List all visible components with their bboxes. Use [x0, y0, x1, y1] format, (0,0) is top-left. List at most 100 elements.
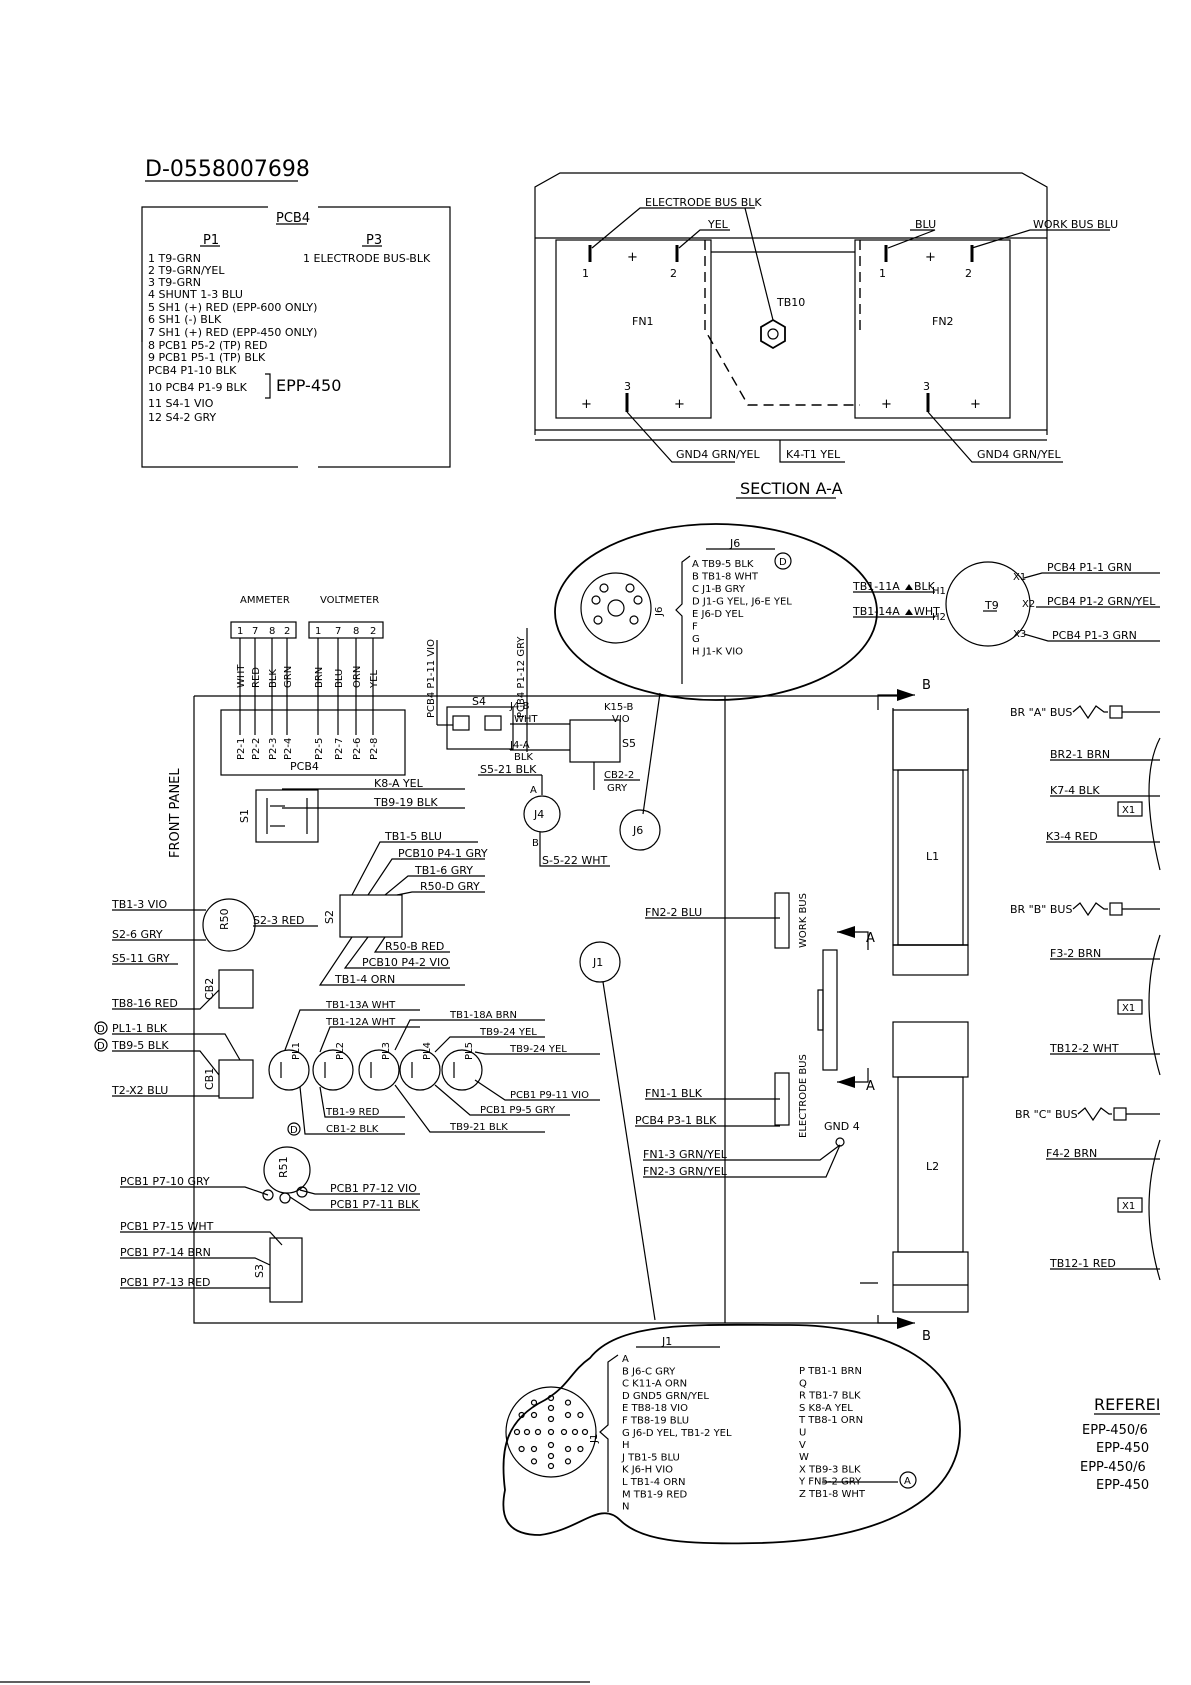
cb1-label: CB1 — [203, 1068, 216, 1090]
p1-header: P1 — [203, 233, 219, 248]
j4-b: B — [532, 838, 539, 849]
r50-s23: S2-3 RED — [253, 914, 305, 927]
tb10-label: TB10 — [776, 296, 805, 309]
j4a-label: J4-A — [509, 740, 530, 751]
wht-label: WHT — [914, 605, 940, 618]
pcb4-p1-row: 1 T9-GRN — [148, 252, 201, 265]
j6-connector-face — [580, 572, 652, 644]
pcb4-p1-row: 8 PCB1 P5-2 (TP) RED — [148, 339, 267, 352]
front-panel-frame: FRONT PANEL — [168, 695, 900, 1324]
s2-switch: S2 TB1-5 BLU PCB10 P4-1 GRY TB1-6 GRY R5… — [318, 830, 488, 986]
h2-label: H2 — [932, 612, 946, 623]
x1-label: X1 — [1122, 1201, 1135, 1212]
br-a-bus: BR "A" BUS — [1010, 706, 1072, 719]
t9-r3: PCB4 P1-3 GRN — [1052, 629, 1137, 642]
j1-left-row: F TB8-19 BLU — [622, 1416, 689, 1427]
x3-label: X3 — [1013, 629, 1026, 640]
pcb4-board — [220, 709, 406, 776]
s3-label: S3 — [253, 1264, 266, 1278]
s2-w2: PCB10 P4-1 GRY — [398, 847, 488, 860]
s5-body — [569, 719, 621, 763]
voltmeter-wire-color: YEL — [369, 670, 380, 689]
j6-row: D J1-G YEL, J6-E YEL — [692, 597, 792, 608]
pilot-light-label: PL2 — [335, 1042, 346, 1060]
electrode-bus-label: ELECTRODE BUS — [798, 1054, 809, 1138]
fn1-pin1: 1 — [582, 267, 589, 280]
s2-body — [339, 894, 403, 938]
front-panel-label: FRONT PANEL — [168, 768, 183, 858]
fn11-label: FN1-1 BLK — [645, 1087, 703, 1100]
pl-tb924b: TB9-24 YEL — [509, 1044, 567, 1055]
s2-w4: R50-D GRY — [420, 880, 480, 893]
pcb4-p2-pin: P2-4 — [283, 738, 294, 760]
r51-p712: PCB1 P7-12 VIO — [330, 1182, 417, 1195]
work-bus-bar — [774, 892, 790, 949]
tb122-label: TB12-2 WHT — [1049, 1042, 1119, 1055]
pl-tb118a: TB1-18A BRN — [449, 1010, 517, 1021]
cb1-body — [218, 1059, 254, 1099]
ammeter-pin: 1 — [237, 626, 243, 637]
cb1-pl11: PL1-1 BLK — [112, 1022, 168, 1035]
pcb4-title: PCB4 — [276, 211, 310, 226]
j1-pins — [513, 1394, 589, 1470]
gnd4-left-label: GND4 GRN/YEL — [676, 448, 760, 461]
a-mark: A — [866, 931, 875, 946]
voltmeter-wire-color: BRN — [314, 667, 325, 688]
s3-p713: PCB1 P7-13 RED — [120, 1276, 211, 1289]
j1-right-row: Z TB1-8 WHT — [799, 1489, 866, 1500]
cb2-body — [218, 969, 254, 1009]
j6-row: G — [692, 634, 700, 645]
r50-s511: S5-11 GRY — [112, 952, 170, 965]
reference-line: EPP-450/6 — [1082, 1423, 1148, 1438]
voltmeter-pin: 2 — [370, 626, 376, 637]
f32-label: F3-2 BRN — [1050, 947, 1101, 960]
cb22-label: CB2-2 — [604, 770, 634, 781]
fn22-label: FN2-2 BLU — [645, 906, 702, 919]
pl-pcb1p95: PCB1 P9-5 GRY — [480, 1105, 556, 1116]
j1-left-row: H — [622, 1440, 630, 1451]
pilot-light-3 — [358, 1049, 400, 1091]
section-aa-title: SECTION A-A — [740, 479, 843, 498]
reference-line: EPP-450/6 — [1080, 1460, 1146, 1475]
j1-right-row: U — [799, 1428, 806, 1439]
drawing-number: D-0558007698 — [145, 157, 310, 182]
s521-label: S5-21 BLK — [480, 763, 537, 776]
fn2-pin2: 2 — [965, 267, 972, 280]
pcb4-p2-pin: P2-5 — [314, 738, 325, 760]
pilot-light-4 — [399, 1049, 441, 1091]
s4-right-wire: PCB4 P1-12 GRY — [516, 636, 527, 718]
t9-body — [945, 561, 1031, 647]
x1-label: X1 — [1122, 1003, 1135, 1014]
s5-switch: J4-B WHT J4-A BLK K15-B VIO S5 CB2-2 GRY — [509, 701, 640, 794]
d-mark: D — [97, 1024, 105, 1035]
cb1-breaker: CB1 D PL1-1 BLK D TB9-5 BLK T2-X2 BLU — [94, 1021, 254, 1099]
s4-switch: PCB4 P1-11 VIO PCB4 P1-12 GRY S4 — [426, 628, 528, 752]
ammeter-wire-color: GRN — [283, 666, 294, 688]
epp-450-note: EPP-450 — [276, 376, 341, 395]
s2-w7: TB1-4 ORN — [334, 973, 395, 986]
plus-sign: + — [881, 397, 892, 412]
fn1-fan — [555, 239, 712, 419]
pcb4-p2-pin: P2-3 — [268, 738, 279, 760]
pl-tb19: TB1-9 RED — [325, 1107, 380, 1118]
gnd4-stud-icon — [835, 1137, 845, 1147]
reference-title: REFEREI — [1094, 1395, 1160, 1414]
j1-right-row: V — [799, 1440, 806, 1451]
s1-switch: S1 K8-A YEL TB9-19 BLK — [238, 777, 465, 843]
pcb4-p1-row: 6 SH1 (-) BLK — [148, 313, 222, 326]
ammeter-pin: 7 — [252, 626, 258, 637]
pilot-light-label: PL1 — [291, 1042, 302, 1060]
d-mark: D — [97, 1041, 105, 1052]
r51-p711: PCB1 P7-11 BLK — [330, 1198, 419, 1211]
fn1-pin3: 3 — [624, 380, 631, 393]
pcb4-p1-row: 10 PCB4 P1-9 BLK — [148, 381, 248, 394]
t9-r1: PCB4 P1-1 GRN — [1047, 561, 1132, 574]
section-a-a: FN1 FN2 1 2 1 2 3 3 + + + + + + TB10 ELE… — [534, 172, 1118, 499]
p3-header: P3 — [366, 233, 382, 248]
j4-connector: S5-21 BLK J4 A B S-5-22 WHT — [478, 763, 610, 867]
j6-row: B TB1-8 WHT — [692, 572, 759, 583]
j1-left-row: N — [622, 1502, 629, 1513]
